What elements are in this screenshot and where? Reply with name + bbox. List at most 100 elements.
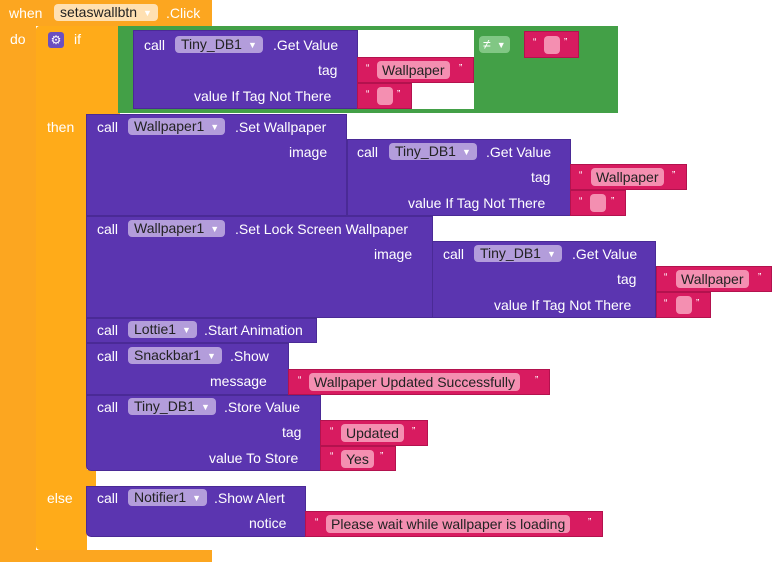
event-block-footer	[0, 550, 212, 562]
dropdown-arrow-icon: ▼	[192, 493, 202, 503]
quote-open: “	[579, 196, 583, 207]
dropdown-text: Wallpaper1	[134, 220, 205, 236]
dropdown-text: ≠	[483, 36, 491, 52]
quote-open: “	[366, 89, 370, 100]
dropdown-arrow-icon: ▼	[247, 40, 257, 50]
event-block-body	[0, 26, 36, 562]
snackbar-component-dropdown[interactable]: Snackbar1 ▼	[128, 347, 222, 364]
dropdown-text: Tiny_DB1	[395, 143, 456, 159]
quote-close: ”	[459, 63, 463, 74]
notice-value[interactable]: Please wait while wallpaper is loading	[326, 515, 571, 533]
set-wallpaper-component-dropdown[interactable]: Wallpaper1 ▼	[128, 118, 226, 135]
quote-close: ”	[412, 426, 416, 437]
dropdown-arrow-icon: ▼	[210, 224, 220, 234]
dropdown-text: Notifier1	[134, 489, 187, 505]
gear-icon[interactable]: ⚙	[48, 32, 64, 48]
quote-close: ”	[564, 37, 568, 48]
quote-open: “	[533, 37, 537, 48]
default-value[interactable]	[377, 87, 393, 105]
quote-open: “	[664, 298, 668, 309]
dropdown-text: Tiny_DB1	[480, 245, 541, 261]
tag-label: tag	[318, 62, 338, 78]
tag-label: tag	[531, 169, 551, 185]
call-label: call	[97, 119, 119, 135]
do-label: do	[10, 31, 26, 47]
quote-open: “	[366, 63, 370, 74]
quote-open: “	[664, 272, 668, 283]
dropdown-text: Lottie1	[134, 321, 177, 337]
dropdown-arrow-icon: ▼	[143, 8, 152, 18]
tag-value[interactable]: Wallpaper	[591, 168, 664, 186]
event-name: .Click	[166, 5, 201, 21]
quote-close: ”	[380, 451, 384, 462]
dropdown-text: Snackbar1	[134, 347, 201, 363]
if-block-spine	[36, 26, 87, 550]
quote-close: ”	[397, 89, 401, 100]
when-label: when	[9, 5, 43, 21]
method-label: .Get Value	[486, 144, 552, 160]
dropdown-arrow-icon: ▼	[182, 325, 191, 335]
tag-label: tag	[617, 271, 637, 287]
event-component-dropdown[interactable]: setaswallbtn ▼	[54, 4, 158, 21]
call-label: call	[357, 144, 379, 160]
compare-value[interactable]	[544, 36, 560, 54]
method-label: .Get Value	[572, 246, 638, 262]
default-label: value If Tag Not There	[408, 195, 546, 211]
message-value[interactable]: Wallpaper Updated Successfully	[309, 373, 521, 391]
dropdown-text: Tiny_DB1	[181, 36, 242, 52]
tinydb-dropdown[interactable]: Tiny_DB1 ▼	[474, 245, 562, 262]
dropdown-arrow-icon: ▼	[461, 147, 471, 157]
default-value[interactable]	[676, 296, 692, 314]
tag-value[interactable]: Wallpaper	[377, 61, 450, 79]
dropdown-text: Wallpaper1	[134, 118, 205, 134]
quote-open: “	[330, 426, 334, 437]
method-label: .Store Value	[224, 399, 301, 415]
quote-close: ”	[758, 272, 762, 283]
call-label: call	[97, 221, 119, 237]
method-label: .Get Value	[273, 37, 339, 53]
call-label: call	[144, 37, 166, 53]
notice-label: notice	[249, 515, 287, 531]
quote-open: “	[579, 170, 583, 181]
value-label: value To Store	[209, 450, 299, 466]
lottie-start-animation-block[interactable]	[86, 318, 317, 343]
dropdown-arrow-icon: ▼	[546, 249, 556, 259]
default-label: value If Tag Not There	[494, 297, 632, 313]
if-label: if	[74, 31, 81, 47]
call-label: call	[97, 490, 119, 506]
quote-open: “	[298, 375, 302, 386]
default-value[interactable]	[590, 194, 606, 212]
call-label: call	[97, 348, 119, 364]
else-label: else	[47, 490, 73, 506]
tag-value[interactable]: Updated	[341, 424, 404, 442]
condition-component-dropdown[interactable]: Tiny_DB1 ▼	[175, 36, 263, 53]
method-label: .Start Animation	[204, 322, 303, 338]
image-label: image	[374, 246, 413, 262]
store-component-dropdown[interactable]: Tiny_DB1▼	[128, 398, 216, 415]
dropdown-arrow-icon: ▼	[200, 402, 210, 412]
quote-close: ”	[672, 170, 676, 181]
quote-close: ”	[535, 375, 539, 386]
method-label: .Set Wallpaper	[235, 119, 327, 135]
dropdown-arrow-icon: ▼	[496, 40, 506, 50]
quote-close: ”	[588, 517, 592, 528]
call-label: call	[443, 246, 465, 262]
image-label: image	[289, 144, 328, 160]
value-value[interactable]: Yes	[341, 450, 374, 468]
tag-value[interactable]: Wallpaper	[676, 270, 749, 288]
notifier-component-dropdown[interactable]: Notifier1 ▼	[128, 489, 208, 506]
quote-close: ”	[696, 298, 700, 309]
set-lock-component-dropdown[interactable]: Wallpaper1 ▼	[128, 220, 226, 237]
tag-label: tag	[282, 424, 302, 440]
then-label: then	[47, 119, 75, 135]
operator-dropdown[interactable]: ≠▼	[479, 36, 510, 53]
dropdown-text: setaswallbtn	[60, 4, 138, 20]
tinydb-dropdown[interactable]: Tiny_DB1 ▼	[389, 143, 477, 160]
lottie-component-dropdown[interactable]: Lottie1 ▼	[128, 321, 197, 338]
quote-open: “	[330, 451, 334, 462]
dropdown-arrow-icon: ▼	[210, 122, 220, 132]
call-label: call	[97, 399, 119, 415]
call-label: call	[97, 322, 119, 338]
message-label: message	[210, 373, 267, 389]
dropdown-arrow-icon: ▼	[206, 351, 216, 361]
